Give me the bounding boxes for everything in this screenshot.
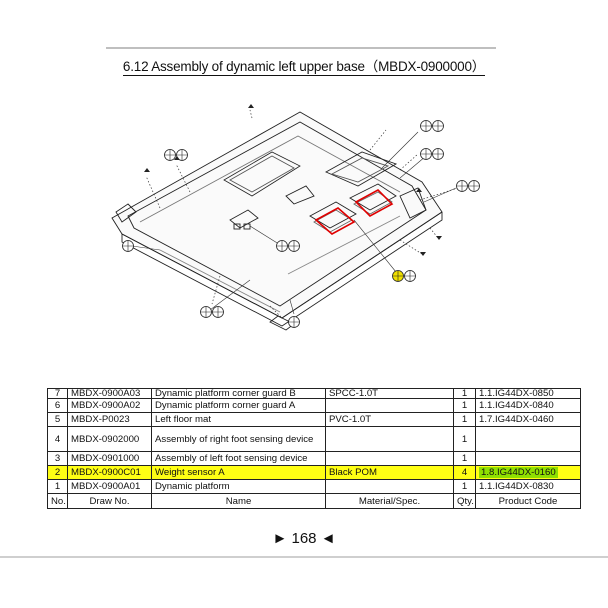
row-product-code bbox=[475, 451, 581, 466]
header-material: Material/Spec. bbox=[325, 493, 454, 509]
row-qty: 4 bbox=[453, 465, 476, 480]
row-name: Assembly of left foot sensing device bbox=[151, 451, 326, 466]
row-material bbox=[325, 426, 454, 452]
row-material: Black POM bbox=[325, 465, 454, 480]
next-arrow-icon: ◄ bbox=[320, 530, 336, 547]
row-draw-no: MBDX-0900C01 bbox=[67, 465, 152, 480]
table-row: 4 MBDX-0902000 Assembly of right foot se… bbox=[47, 426, 581, 452]
cover-plate bbox=[324, 151, 398, 187]
header-product-code: Product Code bbox=[475, 493, 581, 509]
row-draw-no: MBDX-0900A02 bbox=[67, 398, 152, 413]
row-product-code: 1.7.IG44DX-0460 bbox=[475, 412, 581, 427]
row-name: Weight sensor A bbox=[151, 465, 326, 480]
parts-table: 7 MBDX-0900A03 Dynamic platform corner g… bbox=[47, 388, 581, 509]
sensing-device-right bbox=[349, 183, 397, 211]
row-draw-no: MBDX-0900A03 bbox=[67, 388, 152, 399]
bottom-rule bbox=[0, 556, 608, 558]
row-qty: 1 bbox=[453, 479, 476, 494]
row-no: 5 bbox=[47, 412, 68, 427]
row-draw-no: MBDX-P0023 bbox=[67, 412, 152, 427]
header-name: Name bbox=[151, 493, 326, 509]
row-no: 3 bbox=[47, 451, 68, 466]
row-draw-no: MBDX-0900A01 bbox=[67, 479, 152, 494]
row-name: Assembly of right foot sensing device bbox=[151, 426, 326, 452]
header-no: No. bbox=[47, 493, 68, 509]
table-row-highlighted: 2 MBDX-0900C01 Weight sensor A Black POM… bbox=[47, 465, 581, 480]
row-name: Left floor mat bbox=[151, 412, 326, 427]
page-number-value: 168 bbox=[291, 530, 317, 547]
row-name: Dynamic platform corner guard B bbox=[151, 388, 326, 399]
row-no: 7 bbox=[47, 388, 68, 399]
row-product-code bbox=[475, 426, 581, 452]
table-row: 7 MBDX-0900A03 Dynamic platform corner g… bbox=[47, 388, 581, 399]
row-product-code: 1.8.IG44DX-0160 bbox=[475, 465, 581, 480]
table-row: 1 MBDX-0900A01 Dynamic platform 1 1.1.IG… bbox=[47, 479, 581, 494]
sensing-device-left bbox=[309, 201, 357, 229]
page-number: ► 168 ◄ bbox=[0, 530, 608, 547]
row-draw-no: MBDX-0902000 bbox=[67, 426, 152, 452]
row-material: PVC-1.0T bbox=[325, 412, 454, 427]
row-name: Dynamic platform corner guard A bbox=[151, 398, 326, 413]
floor-mat-slot bbox=[223, 151, 301, 197]
row-material bbox=[325, 479, 454, 494]
row-draw-no: MBDX-0901000 bbox=[67, 451, 152, 466]
row-no: 2 bbox=[47, 465, 68, 480]
row-material: SPCC-1.0T bbox=[325, 388, 454, 399]
table-row: 6 MBDX-0900A02 Dynamic platform corner g… bbox=[47, 398, 581, 413]
table-row: 3 MBDX-0901000 Assembly of left foot sen… bbox=[47, 451, 581, 466]
row-name: Dynamic platform bbox=[151, 479, 326, 494]
row-product-code: 1.1.IG44DX-0840 bbox=[475, 398, 581, 413]
assembly-drawing bbox=[111, 104, 480, 331]
side-rail bbox=[399, 187, 427, 219]
table-row: 5 MBDX-P0023 Left floor mat PVC-1.0T 1 1… bbox=[47, 412, 581, 427]
row-material bbox=[325, 398, 454, 413]
weight-sensor-box-2 bbox=[354, 189, 394, 217]
row-no: 4 bbox=[47, 426, 68, 452]
row-product-code: 1.1.IG44DX-0850 bbox=[475, 388, 581, 399]
row-qty: 1 bbox=[453, 451, 476, 466]
weight-sensor-box-1 bbox=[314, 207, 356, 235]
row-no: 6 bbox=[47, 398, 68, 413]
row-qty: 1 bbox=[453, 412, 476, 427]
row-qty: 1 bbox=[453, 426, 476, 452]
row-no: 1 bbox=[47, 479, 68, 494]
product-code-highlight: 1.8.IG44DX-0160 bbox=[479, 467, 558, 478]
row-qty: 1 bbox=[453, 388, 476, 399]
prev-arrow-icon: ► bbox=[272, 530, 288, 547]
corner-guard-left bbox=[115, 203, 137, 223]
row-material bbox=[325, 451, 454, 466]
header-draw-no: Draw No. bbox=[67, 493, 152, 509]
table-header-row: No. Draw No. Name Material/Spec. Qty. Pr… bbox=[47, 493, 581, 509]
bracket-middle bbox=[285, 185, 315, 205]
header-qty: Qty. bbox=[453, 493, 476, 509]
page-title: 6.12 Assembly of dynamic left upper base… bbox=[122, 59, 486, 76]
row-product-code: 1.1.IG44DX-0830 bbox=[475, 479, 581, 494]
platform-outline bbox=[111, 111, 443, 319]
bracket-left bbox=[229, 209, 259, 229]
top-rule bbox=[106, 47, 496, 49]
row-qty: 1 bbox=[453, 398, 476, 413]
